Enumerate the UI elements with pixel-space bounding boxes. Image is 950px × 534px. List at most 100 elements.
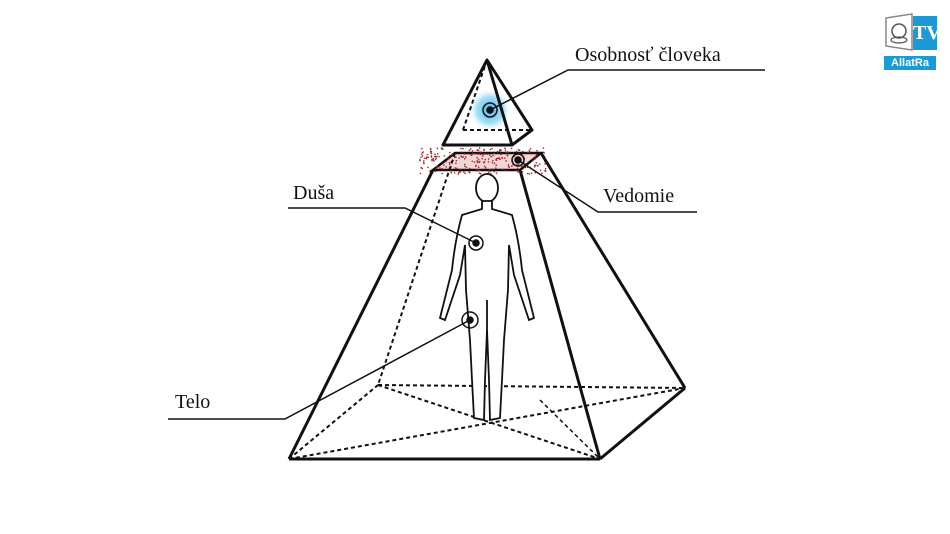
speckle-dot bbox=[483, 161, 486, 163]
speckle-dot bbox=[441, 172, 443, 175]
speckle-dot bbox=[536, 149, 538, 152]
speckle-dot bbox=[421, 147, 423, 150]
speckle-dot bbox=[462, 155, 465, 158]
speckle-dot bbox=[484, 166, 487, 169]
speckle-dot bbox=[419, 172, 422, 175]
speckle-dot bbox=[545, 170, 547, 173]
speckle-dot bbox=[430, 155, 433, 157]
speckle-dot bbox=[425, 156, 428, 158]
speckle-dot bbox=[479, 172, 482, 175]
speckle-dot bbox=[477, 149, 480, 152]
speckle-dot bbox=[491, 161, 494, 164]
speckle-dot bbox=[493, 170, 495, 173]
speckle-dot bbox=[528, 149, 531, 152]
speckle-dot bbox=[501, 168, 504, 171]
speckle-dot bbox=[476, 149, 479, 152]
speckle-dot bbox=[544, 167, 547, 170]
speckle-dot bbox=[455, 159, 458, 162]
speckle-dot bbox=[488, 154, 491, 157]
speckle-dot bbox=[462, 147, 464, 150]
speckle-dot bbox=[504, 147, 506, 150]
speckle-dot bbox=[493, 162, 496, 165]
speckle-dot bbox=[489, 170, 491, 173]
speckle-dot bbox=[464, 163, 466, 166]
human-figure bbox=[438, 173, 536, 422]
speckle-dot bbox=[479, 169, 481, 172]
speckle-dot bbox=[477, 169, 480, 172]
speckle-dot bbox=[434, 170, 437, 173]
speckle-dot bbox=[430, 156, 433, 158]
consciousness-slice bbox=[419, 147, 548, 175]
speckle-dot bbox=[521, 165, 524, 168]
speckle-dot bbox=[541, 172, 543, 175]
speckle-dot bbox=[419, 158, 421, 161]
speckle-dot bbox=[421, 167, 423, 170]
speckle-dot bbox=[438, 155, 440, 158]
speckle-dot bbox=[495, 164, 498, 166]
speckle-dot bbox=[477, 158, 480, 161]
speckle-dot bbox=[477, 153, 479, 155]
speckle-dot bbox=[454, 167, 456, 169]
speckle-dot bbox=[499, 148, 501, 151]
speckle-dot bbox=[527, 151, 529, 154]
speckle-dot bbox=[492, 159, 494, 162]
label-soul: Duša bbox=[293, 182, 335, 204]
speckle-dot bbox=[469, 153, 472, 156]
speckle-dot bbox=[436, 165, 438, 168]
speckle-dot bbox=[468, 149, 471, 152]
speckle-dot bbox=[426, 153, 429, 156]
speckle-dot bbox=[487, 171, 490, 174]
speckle-dot bbox=[455, 162, 457, 165]
speckle-dot bbox=[489, 148, 492, 151]
speckle-dot bbox=[543, 152, 546, 154]
logo-brand: AllatRa bbox=[884, 56, 936, 70]
speckle-dot bbox=[473, 161, 476, 164]
speckle-dot bbox=[450, 170, 452, 172]
speckle-dot bbox=[429, 150, 432, 153]
speckle-dot bbox=[501, 157, 504, 160]
speckle-dot bbox=[474, 165, 477, 168]
speckle-dot bbox=[505, 160, 507, 162]
speckle-dot bbox=[468, 171, 470, 173]
speckle-dot bbox=[455, 156, 457, 158]
speckle-dot bbox=[434, 153, 436, 156]
logo-tv: TV bbox=[913, 16, 941, 50]
speckle-dot bbox=[495, 172, 498, 174]
base-pyramid bbox=[287, 152, 687, 461]
speckle-dot bbox=[449, 154, 451, 157]
speckle-dot bbox=[493, 152, 495, 155]
speckle-dot bbox=[504, 157, 506, 159]
speckle-dot bbox=[473, 153, 476, 155]
speckle-dot bbox=[490, 155, 492, 158]
speckle-dot bbox=[524, 166, 527, 169]
speckle-dot bbox=[486, 153, 489, 156]
speckle-dot bbox=[498, 157, 501, 159]
speckle-dot bbox=[464, 156, 467, 158]
speckle-dot bbox=[464, 172, 466, 175]
speckle-dot bbox=[457, 173, 460, 175]
speckle-dot bbox=[469, 148, 472, 150]
speckle-dot bbox=[464, 153, 466, 155]
speckle-dot bbox=[431, 160, 433, 162]
speckle-dot bbox=[510, 147, 513, 150]
speckle-dot bbox=[487, 158, 490, 160]
speckle-dot bbox=[507, 164, 510, 166]
speckle-dot bbox=[478, 147, 481, 149]
speckle-dot bbox=[496, 150, 499, 153]
speckle-dot bbox=[528, 173, 531, 175]
speckle-dot bbox=[516, 169, 518, 172]
label-consciousness: Vedomie bbox=[603, 185, 675, 207]
speckle-dot bbox=[459, 168, 462, 171]
speckle-dot bbox=[430, 152, 432, 155]
speckle-dot bbox=[458, 157, 460, 159]
top-pyramid bbox=[441, 58, 534, 147]
speckle-dot bbox=[464, 165, 466, 168]
speckle-dot bbox=[479, 160, 481, 163]
speckle-dot bbox=[429, 148, 432, 151]
speckle-dot bbox=[436, 147, 439, 150]
speckle-dot bbox=[449, 163, 451, 166]
speckle-dot bbox=[529, 147, 532, 150]
speckle-dot bbox=[448, 161, 451, 164]
speckle-dot bbox=[483, 165, 486, 168]
speckle-dot bbox=[476, 160, 478, 162]
